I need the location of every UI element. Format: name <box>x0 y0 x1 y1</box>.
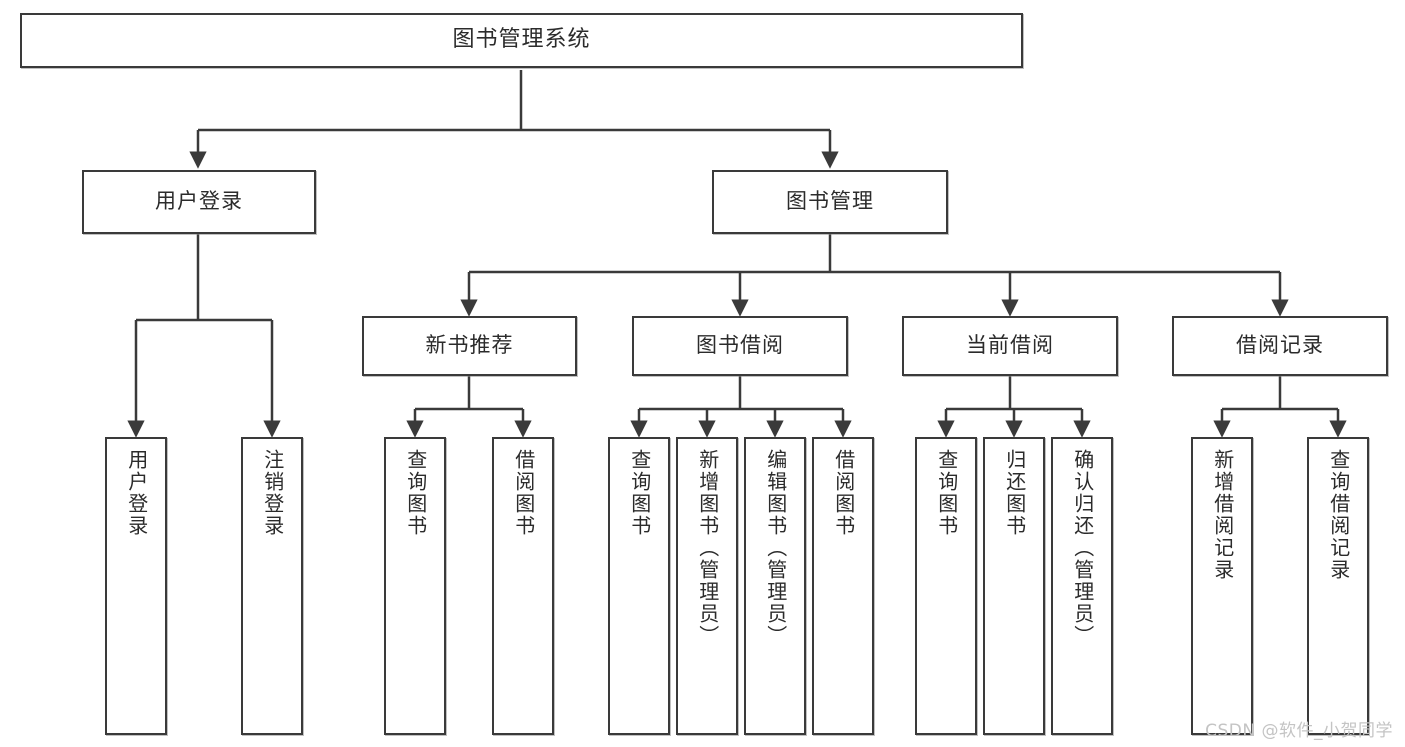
node-borrow-record[interactable]: 借阅记录 <box>1172 316 1388 376</box>
node-current-borrow[interactable]: 当前借阅 <box>902 316 1118 376</box>
leaf-record-query-record[interactable]: 查询借阅记录 <box>1307 437 1369 735</box>
node-label: 确认归还（管理员） <box>1070 449 1095 647</box>
leaf-user-login-login[interactable]: 用户登录 <box>105 437 167 735</box>
node-label: 注销登录 <box>260 449 285 537</box>
node-label: 查询借阅记录 <box>1326 449 1351 581</box>
node-label: 图书借阅 <box>696 333 784 358</box>
node-label: 用户登录 <box>155 189 243 214</box>
node-label: 新书推荐 <box>425 333 514 358</box>
node-label: 借阅图书 <box>831 449 856 537</box>
leaf-borrow-borrow-book[interactable]: 借阅图书 <box>812 437 874 735</box>
node-new-book-recommend[interactable]: 新书推荐 <box>362 316 577 376</box>
leaf-borrow-query-book[interactable]: 查询图书 <box>608 437 670 735</box>
leaf-recommend-borrow-book[interactable]: 借阅图书 <box>492 437 554 735</box>
node-label: 查询图书 <box>403 449 428 537</box>
node-label: 图书管理系统 <box>452 27 591 53</box>
node-user-login[interactable]: 用户登录 <box>82 170 316 234</box>
node-book-borrow[interactable]: 图书借阅 <box>632 316 848 376</box>
leaf-borrow-edit-book-admin[interactable]: 编辑图书（管理员） <box>744 437 806 735</box>
leaf-record-add-record[interactable]: 新增借阅记录 <box>1191 437 1253 735</box>
node-label: 新增借阅记录 <box>1210 449 1235 581</box>
node-book-management[interactable]: 图书管理 <box>712 170 948 234</box>
node-label: 查询图书 <box>934 449 959 537</box>
node-label: 归还图书 <box>1002 449 1027 537</box>
node-label: 借阅图书 <box>511 449 536 537</box>
node-label: 查询图书 <box>627 449 652 537</box>
leaf-recommend-query-book[interactable]: 查询图书 <box>384 437 446 735</box>
leaf-user-login-logout[interactable]: 注销登录 <box>241 437 303 735</box>
leaf-borrow-add-book-admin[interactable]: 新增图书（管理员） <box>676 437 738 735</box>
leaf-current-confirm-return-admin[interactable]: 确认归还（管理员） <box>1051 437 1113 735</box>
watermark: CSDN @软件_小贺同学 <box>1205 721 1393 741</box>
node-label: 当前借阅 <box>966 333 1054 358</box>
node-label: 用户登录 <box>124 449 149 537</box>
node-root-book-management-system[interactable]: 图书管理系统 <box>20 13 1023 68</box>
leaf-current-query-book[interactable]: 查询图书 <box>915 437 977 735</box>
leaf-current-return-book[interactable]: 归还图书 <box>983 437 1045 735</box>
node-label: 新增图书（管理员） <box>695 449 720 647</box>
node-label: 借阅记录 <box>1236 333 1324 358</box>
node-label: 图书管理 <box>786 189 874 214</box>
node-label: 编辑图书（管理员） <box>763 449 788 647</box>
